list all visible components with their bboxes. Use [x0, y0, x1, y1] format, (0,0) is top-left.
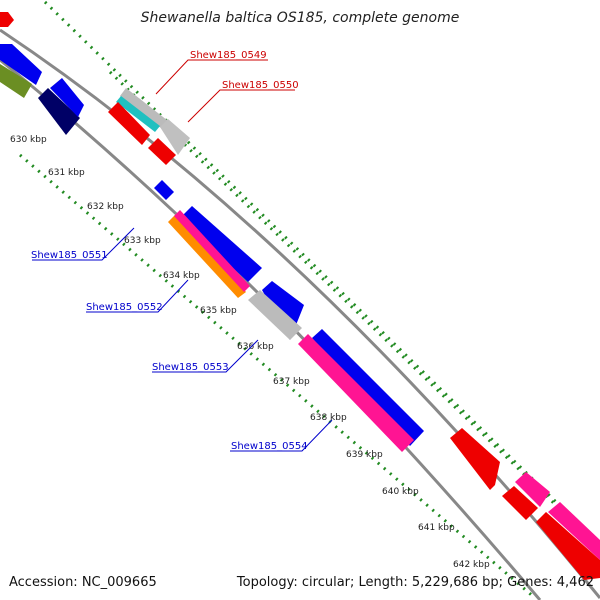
topology-text: Topology: circular; Length: 5,229,686 bp… — [236, 575, 594, 590]
gene-cyan-0549[interactable] — [116, 96, 160, 132]
forward-strand-genes — [0, 12, 600, 560]
tick-label: 631 kbp — [48, 168, 85, 178]
gene-red-reverse-right-1[interactable] — [502, 486, 538, 520]
accession-text: Accession: NC_009665 — [9, 575, 157, 590]
tick-label: 642 kbp — [453, 560, 490, 570]
gene-olive-left[interactable] — [0, 64, 32, 98]
gene-blue-left-2[interactable] — [50, 78, 84, 117]
tick-label: 633 kbp — [124, 236, 161, 246]
tick-label: 636 kbp — [237, 342, 274, 352]
tick-labels: 630 kbp 631 kbp 632 kbp 633 kbp 634 kbp … — [10, 135, 490, 570]
tick-label: 638 kbp — [310, 413, 347, 423]
leader-0550 — [187, 89, 295, 123]
gene-blue-forward-large[interactable] — [180, 206, 262, 282]
tick-label: 641 kbp — [418, 523, 455, 533]
gene-navy-left[interactable] — [38, 88, 80, 135]
backbone-inner — [0, 58, 542, 600]
gene-label-0553[interactable]: Shew185_0553 — [152, 362, 229, 373]
leader-0549 — [155, 59, 268, 95]
leader-0553 — [152, 339, 259, 373]
gene-red-0550-b[interactable] — [148, 138, 176, 165]
gene-grey-0549[interactable] — [120, 88, 172, 132]
gene-orange-0552[interactable] — [168, 214, 246, 298]
gene-label-0551[interactable]: Shew185_0551 — [31, 250, 108, 261]
middle-dotted-line — [108, 70, 600, 550]
leader-0552 — [86, 279, 189, 313]
gene-blue-forward-3[interactable] — [312, 329, 424, 446]
tick-label: 632 kbp — [87, 202, 124, 212]
gene-red-forward-right[interactable] — [450, 428, 500, 490]
gene-labels: Shew185_0549 Shew185_0550 Shew185_0551 S… — [31, 50, 308, 452]
gene-pink-forward-right[interactable] — [515, 472, 550, 507]
gene-pink-forward-edge[interactable] — [548, 502, 600, 560]
gene-red-top-left[interactable] — [0, 12, 14, 27]
tick-label: 634 kbp — [163, 271, 200, 281]
tick-label: 630 kbp — [10, 135, 47, 145]
gene-red-0550-a[interactable] — [108, 102, 150, 145]
gene-label-0552[interactable]: Shew185_0552 — [86, 302, 163, 313]
gene-label-0554[interactable]: Shew185_0554 — [231, 441, 308, 452]
gene-pink-0552[interactable] — [174, 210, 250, 292]
leader-0551 — [32, 227, 135, 261]
label-leader-lines — [32, 59, 333, 452]
gene-blue-small-arrow[interactable] — [154, 180, 174, 200]
gene-pink-0554[interactable] — [298, 334, 414, 452]
gene-grey-0553[interactable] — [248, 290, 302, 340]
tick-label: 640 kbp — [382, 487, 419, 497]
genome-title: Shewanella baltica OS185, complete genom… — [141, 10, 460, 26]
leader-0554 — [230, 419, 333, 452]
tick-label: 635 kbp — [200, 306, 237, 316]
gene-blue-left-1[interactable] — [0, 44, 42, 85]
reverse-strand-genes — [0, 44, 600, 580]
gene-red-reverse-right-2[interactable] — [536, 512, 600, 580]
gene-label-0550[interactable]: Shew185_0550 — [222, 80, 299, 91]
dotted-grid-lines — [19, 0, 600, 600]
tick-label: 639 kbp — [346, 450, 383, 460]
inner-dotted-line — [19, 153, 536, 600]
outer-dotted-line — [43, 0, 600, 547]
gene-grey-0550[interactable] — [160, 119, 190, 155]
gene-label-0549[interactable]: Shew185_0549 — [190, 50, 267, 61]
tick-label: 637 kbp — [273, 377, 310, 387]
